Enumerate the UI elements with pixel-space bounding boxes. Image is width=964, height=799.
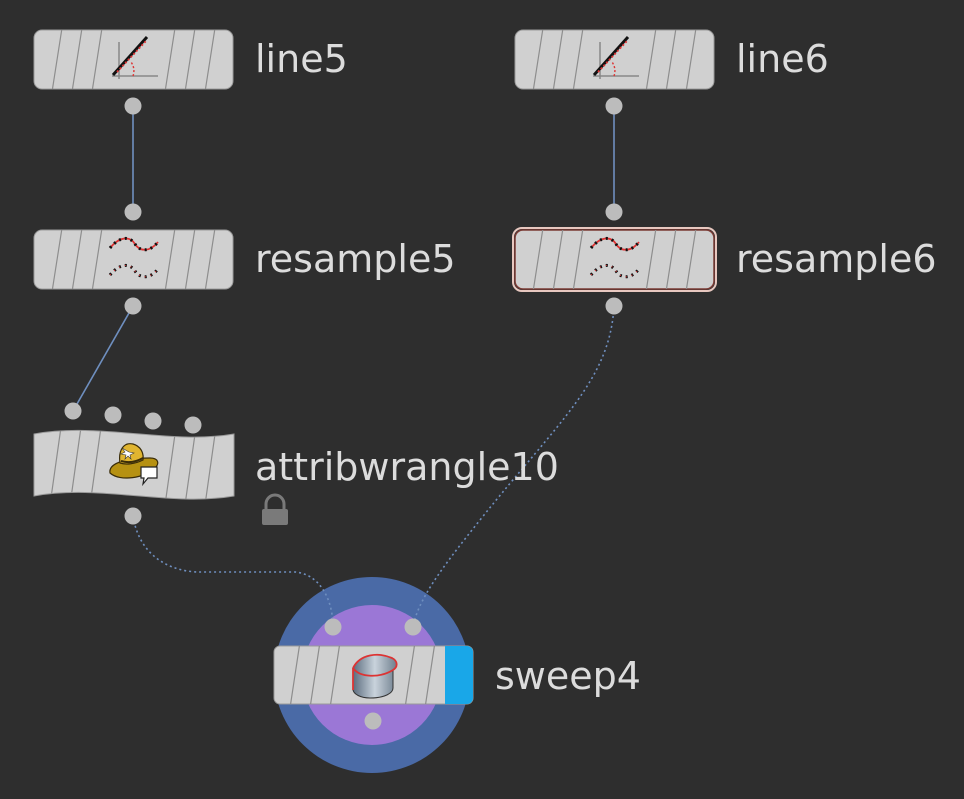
input-connector[interactable] — [605, 203, 623, 221]
output-connector[interactable] — [124, 507, 142, 525]
wire-resample5-attribwrangle10[interactable] — [72, 305, 134, 412]
wrangle-cowboy-hat-icon — [109, 443, 159, 487]
node-line6[interactable] — [514, 28, 715, 115]
node-label-resample6[interactable]: resample6 — [736, 237, 937, 281]
output-connector[interactable] — [605, 297, 623, 315]
node-line5[interactable] — [33, 28, 234, 115]
resample-node-icon — [108, 237, 160, 279]
lock-icon[interactable] — [262, 493, 288, 525]
node-sweep4[interactable] — [273, 618, 474, 730]
input-connector-1[interactable] — [64, 402, 82, 420]
display-flag[interactable] — [445, 646, 473, 704]
node-label-line5[interactable]: line5 — [255, 37, 348, 81]
line-node-icon — [592, 35, 639, 79]
resample-node-icon — [589, 237, 641, 279]
selection-outline — [512, 227, 717, 292]
node-resample6[interactable] — [512, 203, 717, 315]
node-label-line6[interactable]: line6 — [736, 37, 829, 81]
wire-attribwrangle10-sweep4[interactable] — [132, 515, 334, 628]
input-connector-4[interactable] — [184, 416, 202, 434]
input-connector-2[interactable] — [104, 406, 122, 424]
node-attribwrangle10[interactable] — [33, 402, 288, 526]
line-node-icon — [111, 35, 158, 79]
output-connector[interactable] — [124, 97, 142, 115]
input-connector-3[interactable] — [144, 412, 162, 430]
output-connector[interactable] — [364, 712, 382, 730]
input-connector-2[interactable] — [404, 618, 422, 636]
node-label-sweep4[interactable]: sweep4 — [495, 654, 641, 698]
node-resample5[interactable] — [33, 203, 234, 315]
output-connector[interactable] — [124, 297, 142, 315]
node-label-attribwrangle10[interactable]: attribwrangle10 — [255, 445, 559, 489]
sweep-node-icon — [352, 653, 398, 699]
input-connector-1[interactable] — [324, 618, 342, 636]
wires — [72, 106, 615, 628]
wire-resample6-sweep4[interactable] — [412, 305, 615, 628]
input-connector[interactable] — [124, 203, 142, 221]
node-label-resample5[interactable]: resample5 — [255, 237, 456, 281]
output-connector[interactable] — [605, 97, 623, 115]
